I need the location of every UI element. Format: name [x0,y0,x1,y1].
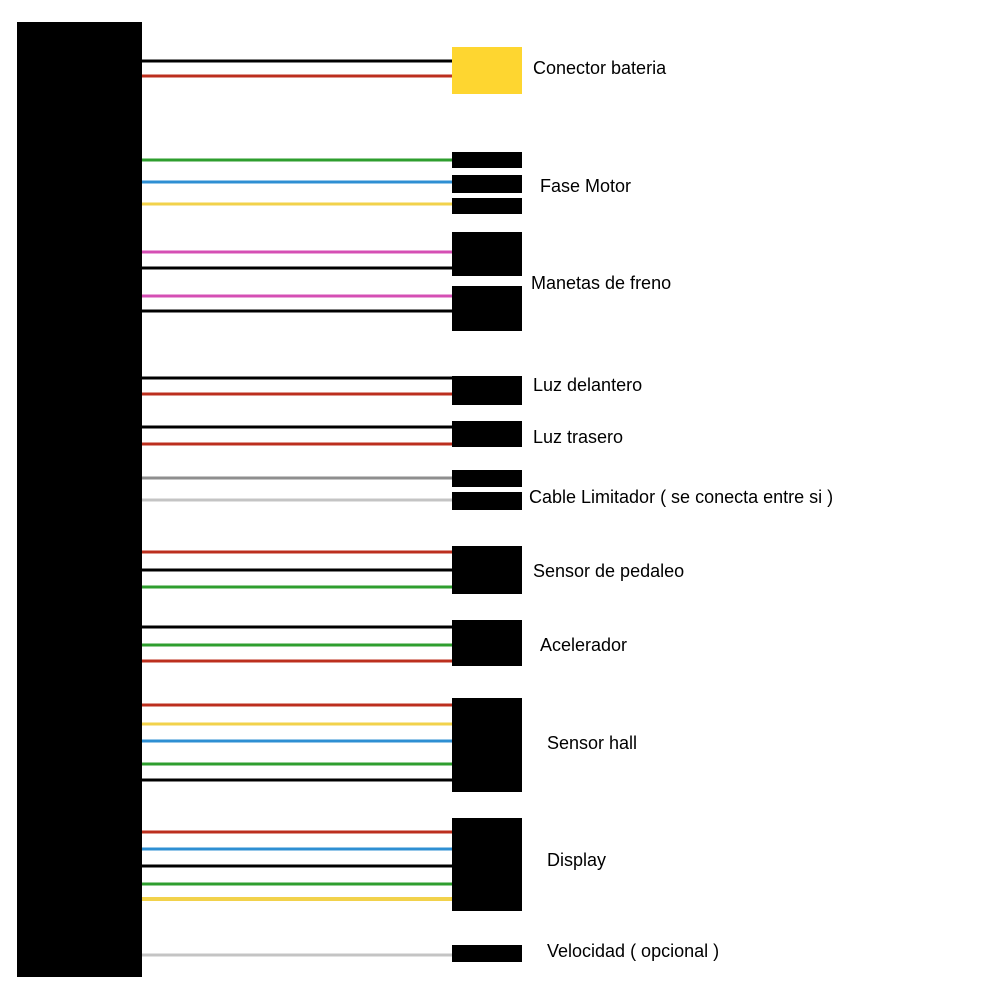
connector-1-1 [452,175,522,193]
connector-label: Acelerador [540,635,627,655]
connector-10-0 [452,945,522,962]
connector-label: Cable Limitador ( se conecta entre si ) [529,487,833,507]
connector-0-0 [452,47,522,94]
connector-1-0 [452,152,522,168]
connector-9-0 [452,818,522,911]
controller-box [17,22,142,977]
connector-3-0 [452,376,522,405]
connector-label: Luz trasero [533,427,623,447]
connector-label: Fase Motor [540,176,631,196]
connector-1-2 [452,198,522,214]
connector-8-0 [452,698,522,792]
connector-4-0 [452,421,522,447]
connectors-layer [452,47,522,962]
connector-5-0 [452,470,522,487]
connector-label: Sensor de pedaleo [533,561,684,581]
connector-2-1 [452,286,522,331]
connector-label: Conector bateria [533,58,667,78]
wires-layer [142,59,452,957]
connector-5-1 [452,492,522,510]
connector-2-0 [452,232,522,276]
connector-label: Velocidad ( opcional ) [547,941,719,961]
connector-label: Sensor hall [547,733,637,753]
connector-label: Luz delantero [533,375,642,395]
connector-label: Manetas de freno [531,273,671,293]
connector-6-0 [452,546,522,594]
connector-label: Display [547,850,606,870]
connector-7-0 [452,620,522,666]
